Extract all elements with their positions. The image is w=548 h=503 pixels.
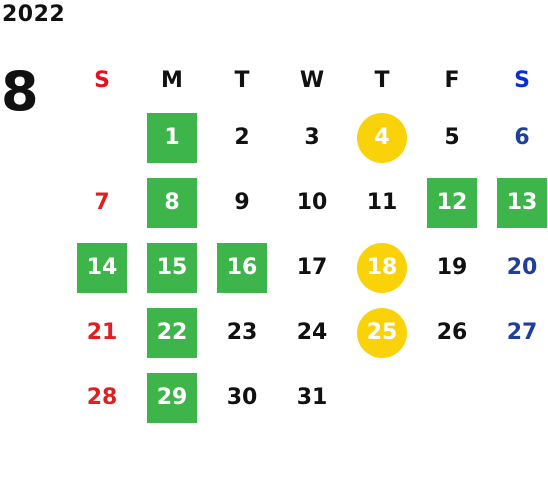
day-21[interactable]: 21 [86, 320, 118, 345]
day-12[interactable]: 12 [427, 177, 477, 228]
day-8[interactable]: 8 [147, 177, 197, 228]
day-empty [357, 373, 407, 423]
weekday-monday: M [161, 67, 183, 93]
day-cell: 5 [417, 105, 487, 170]
day-cell: 24 [277, 300, 347, 365]
day-cell: 4 [347, 105, 417, 170]
day-cell: 25 [347, 300, 417, 365]
day-17[interactable]: 17 [296, 255, 328, 280]
day-cell: 3 [277, 105, 347, 170]
day-22[interactable]: 22 [147, 307, 197, 358]
day-31[interactable]: 31 [296, 385, 328, 410]
day-cell: 1 [137, 105, 207, 170]
day-cell: 9 [207, 170, 277, 235]
day-cell: 20 [487, 235, 548, 300]
day-24[interactable]: 24 [296, 320, 328, 345]
day-23[interactable]: 23 [226, 320, 258, 345]
day-1[interactable]: 1 [147, 112, 197, 163]
day-cell: 2 [207, 105, 277, 170]
day-19[interactable]: 19 [436, 255, 468, 280]
calendar-grid: S M T W T F S 1 2 3 4 5 6 7 8 9 10 11 12… [67, 55, 548, 430]
day-20[interactable]: 20 [506, 255, 538, 280]
day-cell: 19 [417, 235, 487, 300]
day-15[interactable]: 15 [147, 242, 197, 293]
day-27[interactable]: 27 [506, 320, 538, 345]
day-cell: 28 [67, 365, 137, 430]
weekday-wednesday: W [299, 67, 325, 93]
day-cell [417, 365, 487, 430]
day-cell: 15 [137, 235, 207, 300]
weekday-saturday: S [514, 67, 530, 93]
day-28[interactable]: 28 [86, 385, 118, 410]
day-cell: 11 [347, 170, 417, 235]
weekday-thursday: T [374, 67, 390, 93]
day-13[interactable]: 13 [497, 177, 547, 228]
day-11[interactable]: 11 [366, 190, 398, 215]
day-26[interactable]: 26 [436, 320, 468, 345]
month-number: 8 [1, 60, 39, 123]
day-cell: 8 [137, 170, 207, 235]
day-cell: 23 [207, 300, 277, 365]
year-label: 2022 [2, 2, 66, 27]
day-empty [497, 373, 547, 423]
day-cell: 21 [67, 300, 137, 365]
day-cell [67, 105, 137, 170]
weekday-friday: F [444, 67, 460, 93]
day-29[interactable]: 29 [147, 372, 197, 423]
day-cell: 14 [67, 235, 137, 300]
day-7[interactable]: 7 [94, 190, 110, 215]
day-cell: 6 [487, 105, 548, 170]
day-cell: 29 [137, 365, 207, 430]
day-cell [487, 365, 548, 430]
day-cell: 7 [67, 170, 137, 235]
day-cell: 17 [277, 235, 347, 300]
day-30[interactable]: 30 [226, 385, 258, 410]
day-16[interactable]: 16 [217, 242, 267, 293]
weekday-tuesday: T [234, 67, 250, 93]
day-6[interactable]: 6 [514, 125, 530, 150]
day-cell: 30 [207, 365, 277, 430]
day-empty [427, 373, 477, 423]
day-empty [77, 113, 127, 163]
day-cell: 31 [277, 365, 347, 430]
day-cell [347, 365, 417, 430]
day-9[interactable]: 9 [234, 190, 250, 215]
day-4[interactable]: 4 [357, 112, 407, 163]
day-3[interactable]: 3 [304, 125, 320, 150]
weekday-sunday: S [94, 67, 110, 93]
day-cell: 27 [487, 300, 548, 365]
day-cell: 26 [417, 300, 487, 365]
day-2[interactable]: 2 [234, 125, 250, 150]
day-18[interactable]: 18 [357, 242, 407, 293]
day-cell: 13 [487, 170, 548, 235]
day-5[interactable]: 5 [444, 125, 460, 150]
day-cell: 16 [207, 235, 277, 300]
day-10[interactable]: 10 [296, 190, 328, 215]
day-cell: 12 [417, 170, 487, 235]
day-cell: 22 [137, 300, 207, 365]
day-25[interactable]: 25 [357, 307, 407, 358]
day-cell: 10 [277, 170, 347, 235]
day-cell: 18 [347, 235, 417, 300]
day-14[interactable]: 14 [77, 242, 127, 293]
